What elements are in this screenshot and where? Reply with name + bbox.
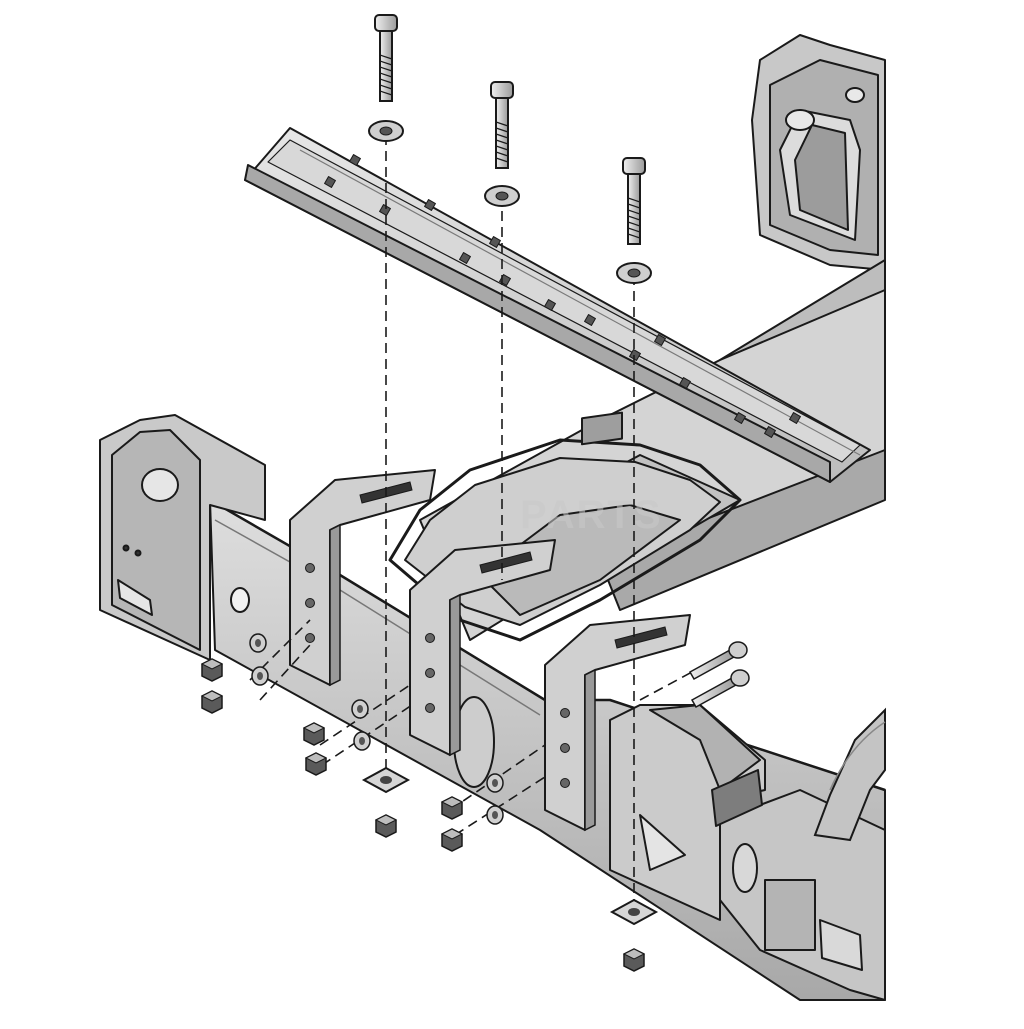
hex-nut <box>302 722 326 746</box>
lock-washer <box>351 699 369 719</box>
mounting-plate <box>244 127 871 483</box>
washer-2 <box>484 185 520 207</box>
hex-nut <box>200 658 224 682</box>
hex-nut <box>200 690 224 714</box>
rail-hole <box>489 236 501 248</box>
bolt-shank <box>627 173 641 245</box>
exhaust-pipe <box>813 707 886 842</box>
bolt-shank <box>690 676 738 709</box>
rail-hole <box>379 204 391 216</box>
washer-1 <box>368 120 404 142</box>
bracket-hole <box>560 743 570 753</box>
right-side-bracket <box>609 704 766 921</box>
bracket-hole <box>305 563 315 573</box>
lock-washer <box>486 773 504 793</box>
rail-hole <box>789 412 801 424</box>
bolt-head <box>730 669 750 687</box>
side-bolt-1 <box>688 641 748 681</box>
rail-hole <box>324 176 336 188</box>
watermark: PARTS <box>520 493 663 537</box>
hex-nut <box>304 752 328 776</box>
bracket-slot <box>479 551 533 574</box>
bolt-1 <box>374 14 398 102</box>
bolt-head <box>622 157 646 175</box>
square-washer-2 <box>609 898 659 926</box>
bolt-shank <box>495 97 509 169</box>
rail-hole <box>459 252 471 264</box>
square-washer-1 <box>361 766 411 794</box>
rail-hole <box>734 412 746 424</box>
rail-hole <box>679 377 691 389</box>
bracket-2 <box>409 539 556 757</box>
left-side-bracket <box>99 414 266 661</box>
washer-3 <box>616 262 652 284</box>
bracket-3 <box>544 614 691 832</box>
bracket-hole <box>425 668 435 678</box>
nut-bottom-1 <box>374 814 398 838</box>
bolt-head <box>490 81 514 99</box>
bolt-2 <box>490 81 514 169</box>
rail-hole <box>584 314 596 326</box>
lock-washer <box>486 805 504 825</box>
rail-hole <box>764 426 776 438</box>
nut-bottom-2 <box>622 948 646 972</box>
guide-line <box>259 644 311 701</box>
bracket-hole <box>560 778 570 788</box>
bolt-head <box>374 14 398 32</box>
bracket-hole <box>425 703 435 713</box>
lock-washer <box>353 731 371 751</box>
bolt-shank <box>379 30 393 102</box>
bracket-hole <box>560 708 570 718</box>
bracket-slot <box>614 626 668 649</box>
rail-hole <box>654 334 666 346</box>
hex-nut <box>440 796 464 820</box>
lock-washer <box>251 666 269 686</box>
side-bolt-2 <box>690 669 750 709</box>
guide-line <box>639 664 706 701</box>
rear-frame-bracket <box>751 34 886 271</box>
guide-line <box>454 774 549 836</box>
bolt-shank <box>688 648 736 681</box>
lock-washer <box>249 633 267 653</box>
bracket-hole <box>425 633 435 643</box>
bolt-3 <box>622 157 646 245</box>
rail-hole <box>629 349 641 361</box>
hex-nut <box>440 828 464 852</box>
guide-line <box>249 619 311 681</box>
rail-hole <box>349 154 361 166</box>
rail-hole <box>544 299 556 311</box>
rail-hole <box>424 199 436 211</box>
fastener-hardware <box>200 14 750 972</box>
bracket-hole <box>305 633 315 643</box>
bracket-hole <box>305 598 315 608</box>
bolt-head <box>728 641 748 659</box>
